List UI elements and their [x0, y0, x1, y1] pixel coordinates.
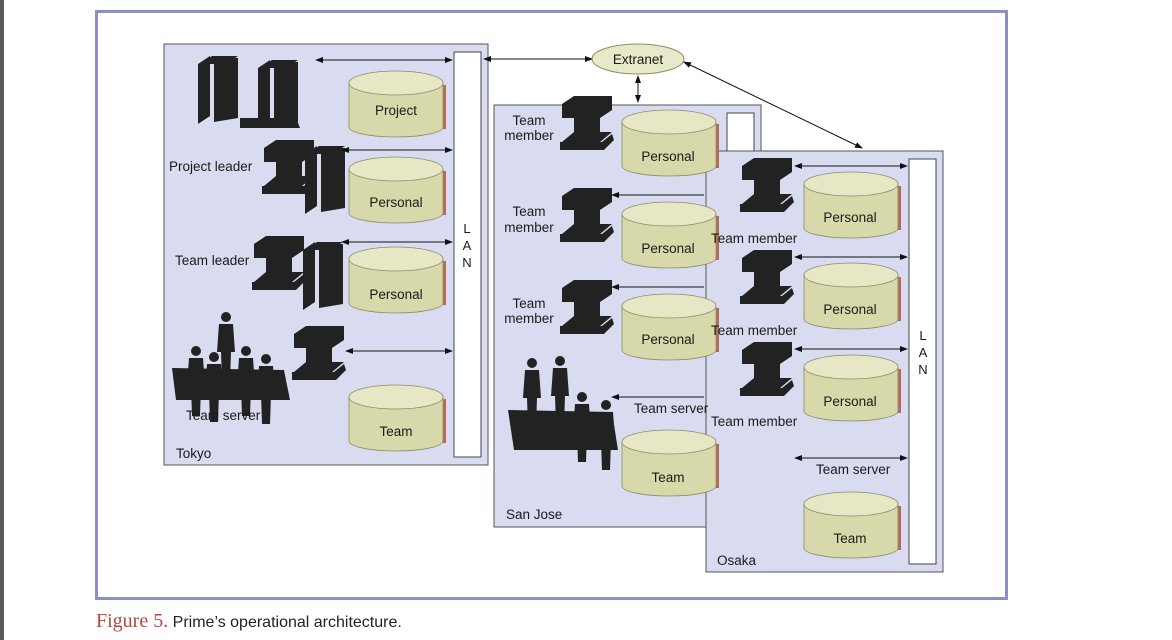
tokyo-db-personal-1-label: Personal: [369, 195, 422, 210]
figure-caption: Figure 5. Prime’s operational architectu…: [96, 610, 402, 633]
sanjose-db-personal-2-label: Personal: [641, 241, 694, 256]
tokyo-lan-letter-n: N: [462, 255, 471, 270]
osaka-extranet-link: [683, 61, 863, 149]
sanjose-site-name: San Jose: [506, 507, 562, 522]
osaka-lan-bar: [908, 158, 937, 565]
osaka-site-name: Osaka: [717, 553, 757, 568]
tokyo-team-leader-label: Team leader: [175, 253, 250, 268]
sanjose-lan-bar: [726, 112, 755, 154]
tokyo-project-leader-label: Project leader: [169, 159, 253, 174]
sanjose-member1-label-line2: member: [504, 128, 554, 143]
tokyo-project-tower-icon-2: [258, 60, 298, 128]
tokyo-team-leader-tower-icon: [303, 242, 343, 310]
osaka-lan-letter-l: L: [919, 328, 926, 343]
tokyo-db-project-label: Project: [375, 103, 417, 118]
tokyo-keyboard-icon: [240, 118, 300, 128]
tokyo-lan-letter-a: A: [463, 238, 472, 253]
tokyo-db-team: [348, 384, 447, 452]
osaka-db-personal-2-label: Personal: [823, 302, 876, 317]
sanjose-team-server-people-icon: [508, 356, 618, 470]
tokyo-db-personal-2: [348, 246, 447, 314]
tokyo-site-name: Tokyo: [176, 446, 211, 461]
osaka-member1-label: Team member: [711, 231, 798, 246]
tokyo-project-leader-tower-icon: [305, 146, 345, 214]
sanjose-db-team-label: Team: [651, 470, 684, 485]
sanjose-member1-label-line1: Team: [512, 113, 545, 128]
osaka-db-personal-2: [803, 262, 902, 330]
tokyo-db-personal-2-label: Personal: [369, 287, 422, 302]
tokyo-db-team-label: Team: [379, 424, 412, 439]
figure-caption-text: Prime’s operational architecture.: [168, 614, 402, 631]
tokyo-db-personal-1: [348, 156, 447, 224]
tokyo-team-server-label: Team server: [186, 408, 261, 423]
sanjose-member2-label-line1: Team: [512, 204, 545, 219]
tokyo-lan-letter-l: L: [463, 221, 470, 236]
osaka-team-server-label: Team server: [816, 462, 891, 477]
osaka-lan-letter-n: N: [918, 362, 927, 377]
osaka-db-team: [803, 491, 902, 559]
sanjose-db-personal-1: [621, 109, 720, 177]
osaka-db-personal-3: [803, 354, 902, 422]
sanjose-db-personal-1-label: Personal: [641, 149, 694, 164]
osaka-db-team-label: Team: [833, 531, 866, 546]
sanjose-team-server-label: Team server: [634, 401, 709, 416]
osaka-db-personal-1: [803, 171, 902, 239]
osaka-db-personal-3-label: Personal: [823, 394, 876, 409]
osaka-db-personal-1-label: Personal: [823, 210, 876, 225]
sanjose-member2-label-line2: member: [504, 220, 554, 235]
left-edge-bar: [0, 0, 4, 640]
sanjose-db-personal-2: [621, 201, 720, 269]
sanjose-db-personal-3: [621, 293, 720, 361]
sanjose-member3-label-line1: Team: [512, 296, 545, 311]
sanjose-db-team: [621, 429, 720, 497]
figure-number: Figure 5.: [96, 610, 169, 632]
extranet-label: Extranet: [613, 52, 664, 67]
osaka-member3-label: Team member: [711, 414, 798, 429]
tokyo-lan-bar: [453, 51, 482, 458]
osaka-member2-label: Team member: [711, 323, 798, 338]
sanjose-member3-label-line2: member: [504, 311, 554, 326]
tokyo-project-tower-icon: [198, 56, 238, 124]
osaka-lan-letter-a: A: [919, 345, 928, 360]
tokyo-team-server-people-icon: [172, 312, 290, 424]
sanjose-db-personal-3-label: Personal: [641, 332, 694, 347]
